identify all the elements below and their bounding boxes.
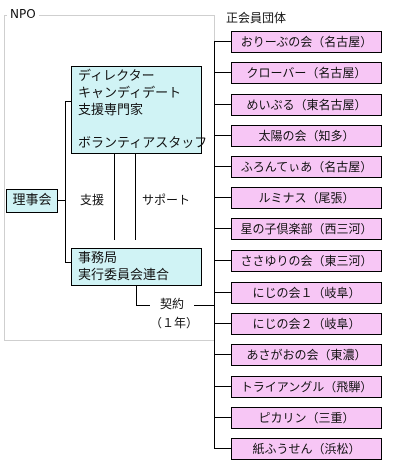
member-box: 太陽の会（知多） [231,125,382,147]
member-branch [214,135,231,136]
member-box: にじの会２（岐阜） [231,313,382,335]
staff-box: ディレクター キャンディデート 支援専門家 ボランティアスタッフ [71,66,208,154]
member-box: 紙ふうせん（浜松） [231,438,382,460]
member-branch [214,354,231,355]
staff-line [78,120,195,136]
contract-line-left [136,305,150,306]
office-line: 実行委員会連合 [78,267,170,283]
member-box: ふろんてぃあ（名古屋） [231,156,382,178]
staff-line: ボランティアスタッフ [78,135,208,151]
member-branch [214,104,231,105]
member-box: ささゆりの会（東三河） [231,250,382,272]
npo-label: NPO [7,7,39,21]
contract-line-right [194,305,214,306]
member-box: クローバー（名古屋） [231,62,382,84]
support-down-label: 支援 [80,193,105,209]
member-box: 星の子倶楽部（西三河） [231,218,382,240]
member-branch [214,260,231,261]
member-branch [214,228,231,229]
staff-line: キャンディデート [78,85,182,101]
staff-line: ディレクター [78,69,155,84]
office-box: 事務局 実行委員会連合 [71,248,202,286]
member-branch [214,386,231,387]
member-box: めいぷる（東名古屋） [231,94,382,116]
member-box: トライアングル（飛騨） [231,376,382,398]
staff-line: 支援専門家 [78,102,144,118]
board-connector [58,200,65,201]
member-branch [214,197,231,198]
contract-label: 契約 [160,297,185,311]
member-branch [214,41,231,42]
member-branch [214,166,231,167]
npo-spine [65,101,66,262]
office-line: 事務局 [78,251,118,266]
support-line-left [114,154,115,240]
member-box: にじの会１（岐阜） [231,282,382,304]
member-box: ルミナス（尾張） [231,187,382,209]
member-branch [214,417,231,418]
member-branch [214,292,231,293]
contract-term: （１年） [150,316,199,330]
member-branch [214,448,231,449]
support-up-label: サポート [142,193,191,209]
board-box: 理事会 [6,189,58,213]
board-label: 理事会 [12,193,52,208]
members-trunk [214,41,215,449]
members-title: 正会員団体 [226,11,287,25]
contract-line-down [136,286,137,305]
member-branch [214,72,231,73]
member-branch [214,323,231,324]
office-connector [65,262,71,263]
npo-frame [4,15,215,341]
support-line-right [135,154,136,240]
member-box: おりーぶの会（名古屋） [231,31,382,53]
staff-connector [65,101,71,102]
member-box: あさがおの会（東濃） [231,344,382,366]
member-box: ピカリン（三重） [231,407,382,429]
